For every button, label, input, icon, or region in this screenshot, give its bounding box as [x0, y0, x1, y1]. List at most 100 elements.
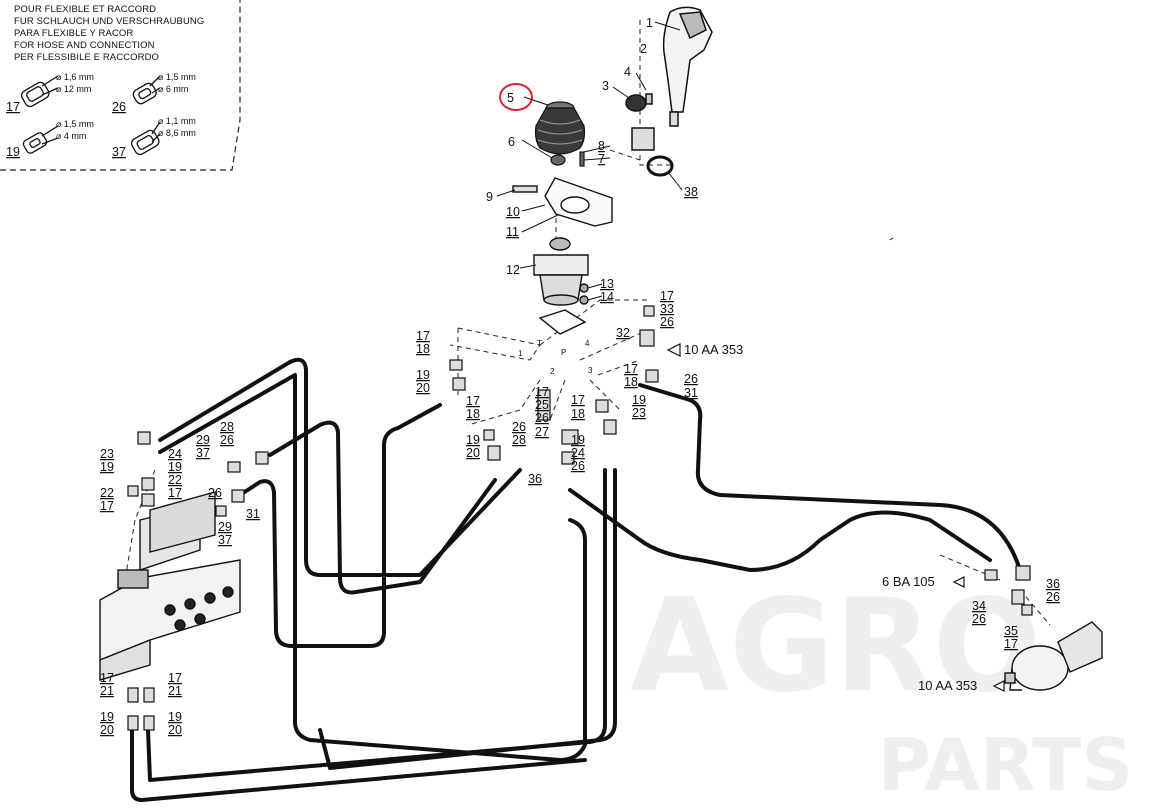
hose-connection-legend: POUR FLEXIBLE ET RACCORD FUR SCHLAUCH UN… [0, 0, 240, 172]
label-36-b: 36 [1046, 577, 1060, 591]
label-23-a: 23 [632, 406, 646, 420]
reference-arrows [666, 343, 1005, 692]
legend-seal-labels: 17 ⌀ 1,6 mm ⌀ 12 mm 26 ⌀ 1,5 mm ⌀ 6 mm 1… [6, 72, 196, 159]
part-leader-lines [496, 21, 683, 301]
label-part-7: 7 [598, 152, 605, 166]
control-valve-block [99, 491, 241, 681]
port-1: 1 [518, 349, 523, 358]
label-part-1: 1 [646, 16, 653, 30]
connector-block [631, 127, 655, 151]
label-19-a: 19 [416, 368, 430, 382]
port-p: P [561, 348, 566, 357]
seal-19-number: 19 [6, 145, 20, 159]
screw-part-8 [579, 151, 585, 167]
seal-37-diameter: ⌀ 8,6 mm [158, 128, 196, 138]
hose-a [158, 357, 522, 577]
rubber-boot-part-5 [534, 101, 586, 167]
label-29-b: 29 [218, 520, 232, 534]
label-35: 35 [1004, 624, 1018, 638]
hose-g [318, 468, 617, 770]
label-18-c: 18 [571, 407, 585, 421]
label-31-a: 31 [684, 386, 698, 400]
label-part-10: 10 [506, 205, 520, 219]
joystick-stem [669, 111, 679, 127]
label-21-b: 21 [168, 684, 182, 698]
washer-part-13 [579, 283, 589, 293]
seal-26-diameter: ⌀ 6 mm [158, 84, 188, 94]
upper-part-labels: 1 2 4 3 5 6 8 7 38 9 10 11 12 13 14 [486, 16, 698, 304]
label-17-a: 17 [416, 329, 430, 343]
label-part-12: 12 [506, 263, 520, 277]
label-17-h: 17 [168, 486, 182, 500]
dashed-leaders [124, 20, 1051, 626]
accumulator-valve [1057, 621, 1103, 673]
label-part-5: 5 [507, 91, 514, 105]
label-28-b: 28 [220, 420, 234, 434]
label-19-h: 19 [168, 710, 182, 724]
label-part-11: 11 [506, 225, 519, 239]
label-28-a: 28 [512, 433, 526, 447]
label-21-a: 21 [100, 684, 114, 698]
seal-37-number: 37 [112, 145, 126, 159]
central-part-labels: 17 18 19 20 17 18 19 20 17 25 26 27 26 2… [416, 289, 743, 486]
label-17-d: 17 [571, 393, 585, 407]
label-17-f: 17 [624, 362, 638, 376]
hydraulic-hoses [130, 357, 1022, 802]
label-37-a: 37 [196, 446, 210, 460]
label-17-j: 17 [168, 671, 182, 685]
label-17-k: 17 [1004, 637, 1018, 651]
seal-17-diameter: ⌀ 12 mm [56, 84, 91, 94]
label-part-38: 38 [684, 185, 698, 199]
label-part-6: 6 [508, 135, 515, 149]
bracket-part-11 [512, 177, 613, 227]
seal-19-icon [22, 125, 59, 154]
seal-37-icon [130, 121, 161, 156]
pilot-valve-part-12 [533, 237, 589, 335]
seal-19-thickness: ⌀ 1,5 mm [56, 119, 94, 129]
label-22-a: 22 [100, 486, 114, 500]
port-3: 3 [588, 366, 593, 375]
ref-6ba105: 6 BA 105 [882, 574, 935, 589]
port-2: 2 [550, 367, 555, 376]
label-26-h: 26 [1046, 590, 1060, 604]
label-19-f: 19 [168, 460, 182, 474]
seal-19-diameter: ⌀ 4 mm [56, 131, 86, 141]
label-19-c: 19 [571, 433, 585, 447]
label-33: 33 [660, 302, 674, 316]
label-17-i: 17 [100, 671, 114, 685]
legend-line-en: FOR HOSE AND CONNECTION [14, 40, 155, 51]
seal-17-icon [20, 75, 59, 108]
label-26-c: 26 [571, 459, 585, 473]
hose-i [568, 488, 992, 572]
label-17-e: 17 [660, 289, 674, 303]
nut-part-6 [550, 154, 566, 166]
label-18-b: 18 [466, 407, 480, 421]
screw-part-4 [645, 93, 653, 105]
accumulator [1004, 621, 1103, 691]
label-31-b: 31 [246, 507, 260, 521]
seal-37-thickness: ⌀ 1,1 mm [158, 116, 196, 126]
port-t: T [537, 339, 542, 348]
arrow-ref-bottom [992, 680, 1005, 692]
label-26-e: 26 [684, 372, 698, 386]
port-labels: T P 1 4 2 3 [518, 339, 593, 376]
valve-fitting [117, 569, 149, 589]
seal-26-thickness: ⌀ 1,5 mm [158, 72, 196, 82]
hose-d [238, 403, 442, 648]
fittings [127, 305, 1033, 731]
label-part-14: 14 [600, 290, 614, 304]
legend-border [0, 0, 241, 171]
joystick-button [678, 11, 707, 40]
seal-17-number: 17 [6, 100, 20, 114]
label-20-d: 20 [168, 723, 182, 737]
label-27: 27 [535, 425, 549, 439]
watermark-agro: AGRO [630, 572, 1042, 721]
seal-26-icon [132, 75, 161, 105]
label-26-a: 26 [535, 411, 549, 425]
valve-base-plate [538, 309, 587, 335]
legend-line-fr: POUR FLEXIBLE ET RACCORD [14, 4, 157, 15]
joystick-assembly [625, 6, 713, 177]
label-19-d: 19 [632, 393, 646, 407]
hose-e [130, 728, 587, 802]
